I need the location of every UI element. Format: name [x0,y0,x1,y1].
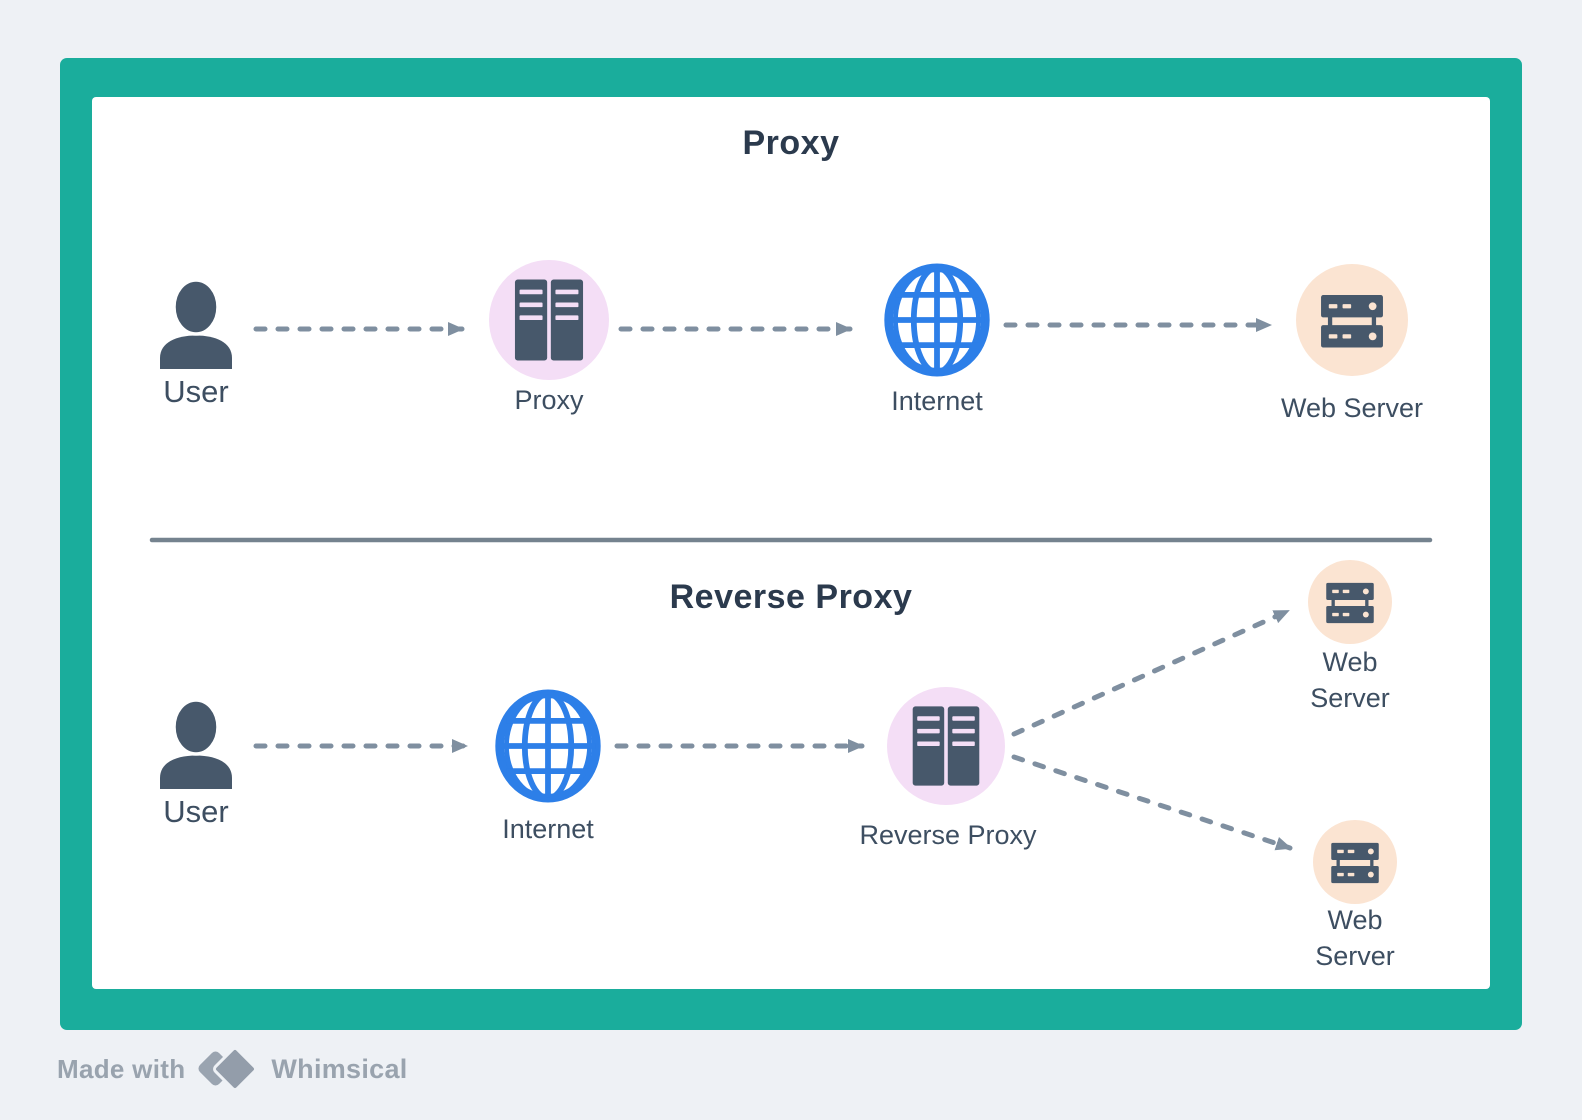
made-with-text: Made with [57,1053,186,1084]
diagram-panel [92,97,1490,989]
whimsical-brand-text: Whimsical [271,1053,408,1084]
proxy-label: Proxy [514,385,584,415]
rack-server-icon [1331,842,1379,884]
web-server-label: Web Server [1310,647,1390,714]
web-server-label: Web Server [1280,393,1424,423]
whimsical-logo-icon [196,1044,261,1094]
rack-server-icon [1321,295,1383,348]
tower-server-icon [912,706,980,786]
reverse-proxy-section-title: Reverse Proxy [669,578,913,616]
internet-label: Internet [502,814,594,844]
web-server-label: Web Server [1315,905,1395,972]
reverse-proxy-node [887,687,1005,805]
proxy-section-title: Proxy [742,124,840,162]
made-with-whimsical: Made with Whimsical [57,1044,408,1094]
proxy-node [489,260,609,380]
web-server-node [1313,820,1397,904]
web-server-node [1308,560,1392,644]
user-icon [151,699,241,789]
user-label: User [163,374,229,409]
reverse-proxy-label: Reverse Proxy [859,820,1037,850]
tower-server-icon [514,279,584,361]
rack-server-icon [1326,582,1374,624]
internet-globe-icon [490,688,606,804]
internet-globe-icon [879,262,995,378]
user-icon [151,279,241,369]
internet-label: Internet [891,386,983,416]
web-server-node [1296,264,1408,376]
user-label: User [163,794,229,829]
